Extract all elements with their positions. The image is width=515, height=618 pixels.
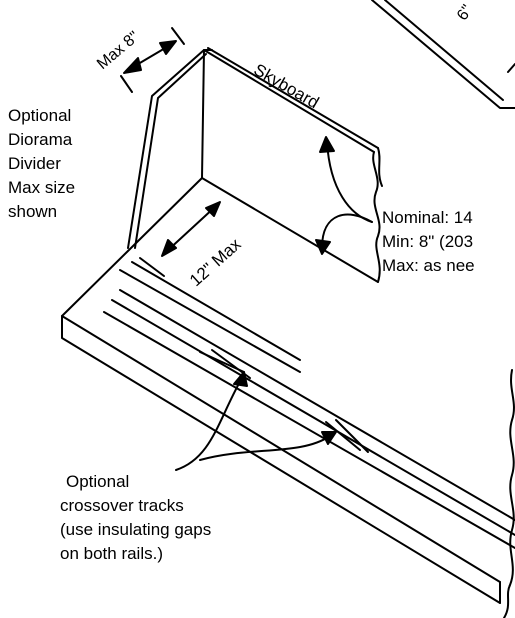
height-note-line: Max: as nee — [382, 256, 475, 275]
height-note-line: Min: 8" (203 — [382, 232, 474, 251]
crossover-note-line: (use insulating gaps — [60, 520, 212, 539]
diorama-divider — [127, 49, 213, 249]
crossover-note-line: crossover tracks — [60, 496, 184, 515]
height-note-line: Nominal: 14 — [382, 208, 473, 227]
adjacent-board — [371, 0, 515, 109]
crossover-note-line: Optional — [66, 472, 130, 491]
divider-note-line: Diorama — [8, 130, 73, 149]
divider-note: Optional Diorama Divider Max size shown — [8, 104, 75, 224]
crossover-note-line: on both rails.) — [60, 544, 163, 563]
dimension-arrows — [120, 27, 373, 277]
divider-note-line: Divider — [8, 154, 61, 173]
skyboard-panel — [203, 47, 383, 283]
crossover-pointers — [175, 371, 337, 471]
height-note: Nominal: 14 Min: 8" (203 Max: as nee — [382, 206, 515, 278]
divider-note-line: Optional — [8, 106, 72, 125]
crossover-note: Optional crossover tracks (use insulatin… — [60, 470, 211, 566]
divider-note-line: shown — [8, 202, 58, 221]
divider-note-line: Max size — [8, 178, 76, 197]
